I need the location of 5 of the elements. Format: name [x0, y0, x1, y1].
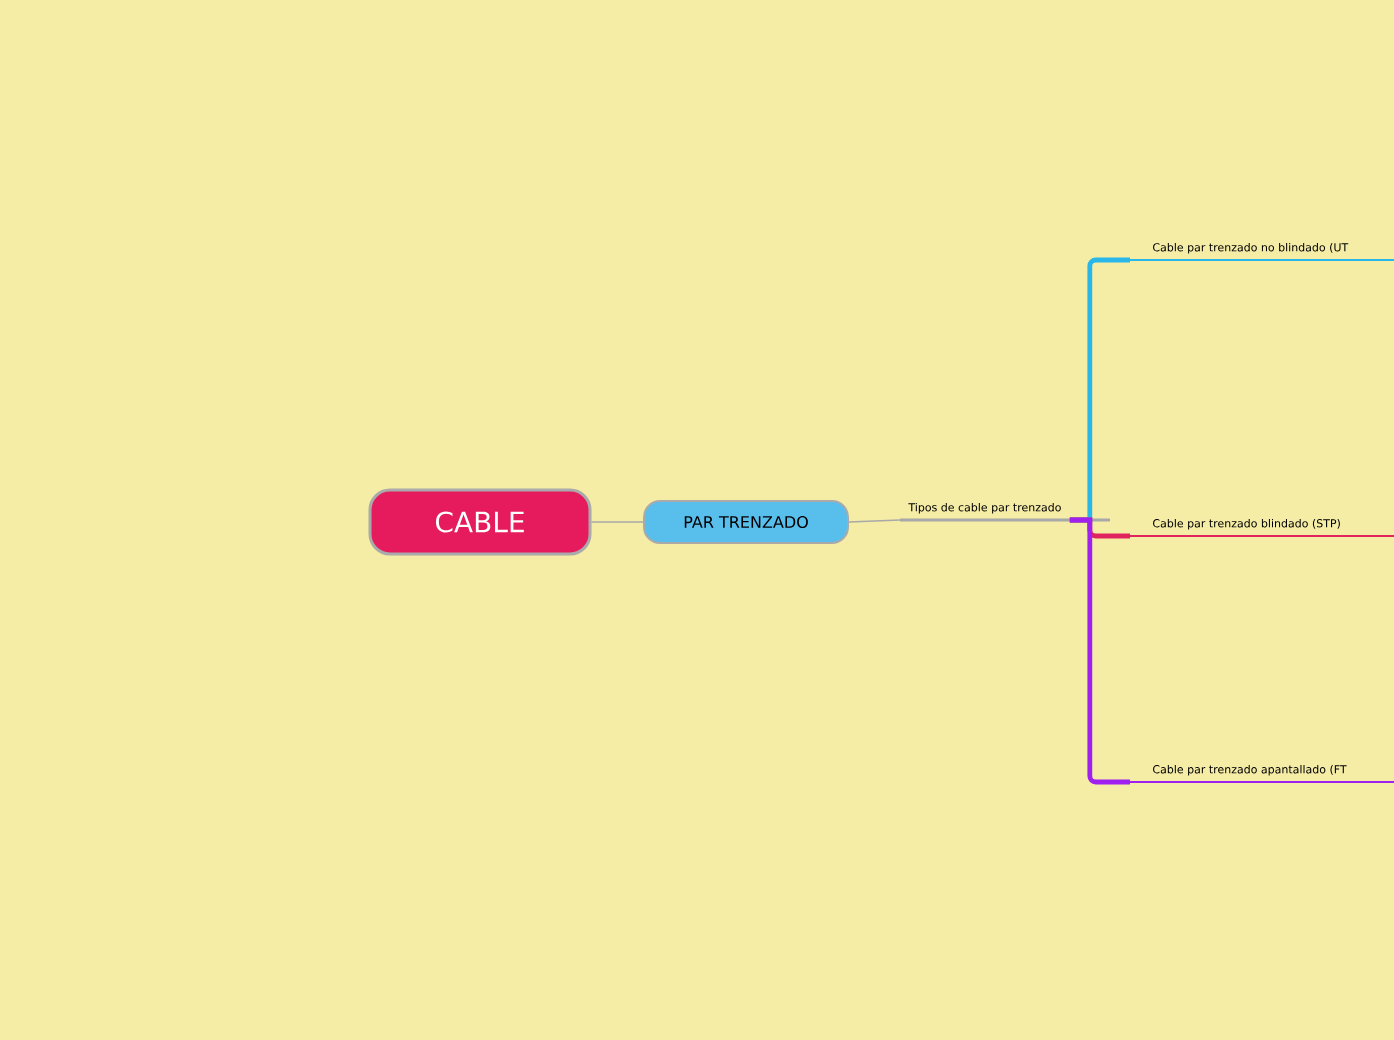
topic-box: CABLE: [368, 488, 592, 556]
topic-box: PAR TRENZADO: [643, 500, 849, 544]
connector-line: [848, 519, 901, 523]
connector-line: [1069, 517, 1130, 785]
connector-line: [590, 521, 644, 523]
